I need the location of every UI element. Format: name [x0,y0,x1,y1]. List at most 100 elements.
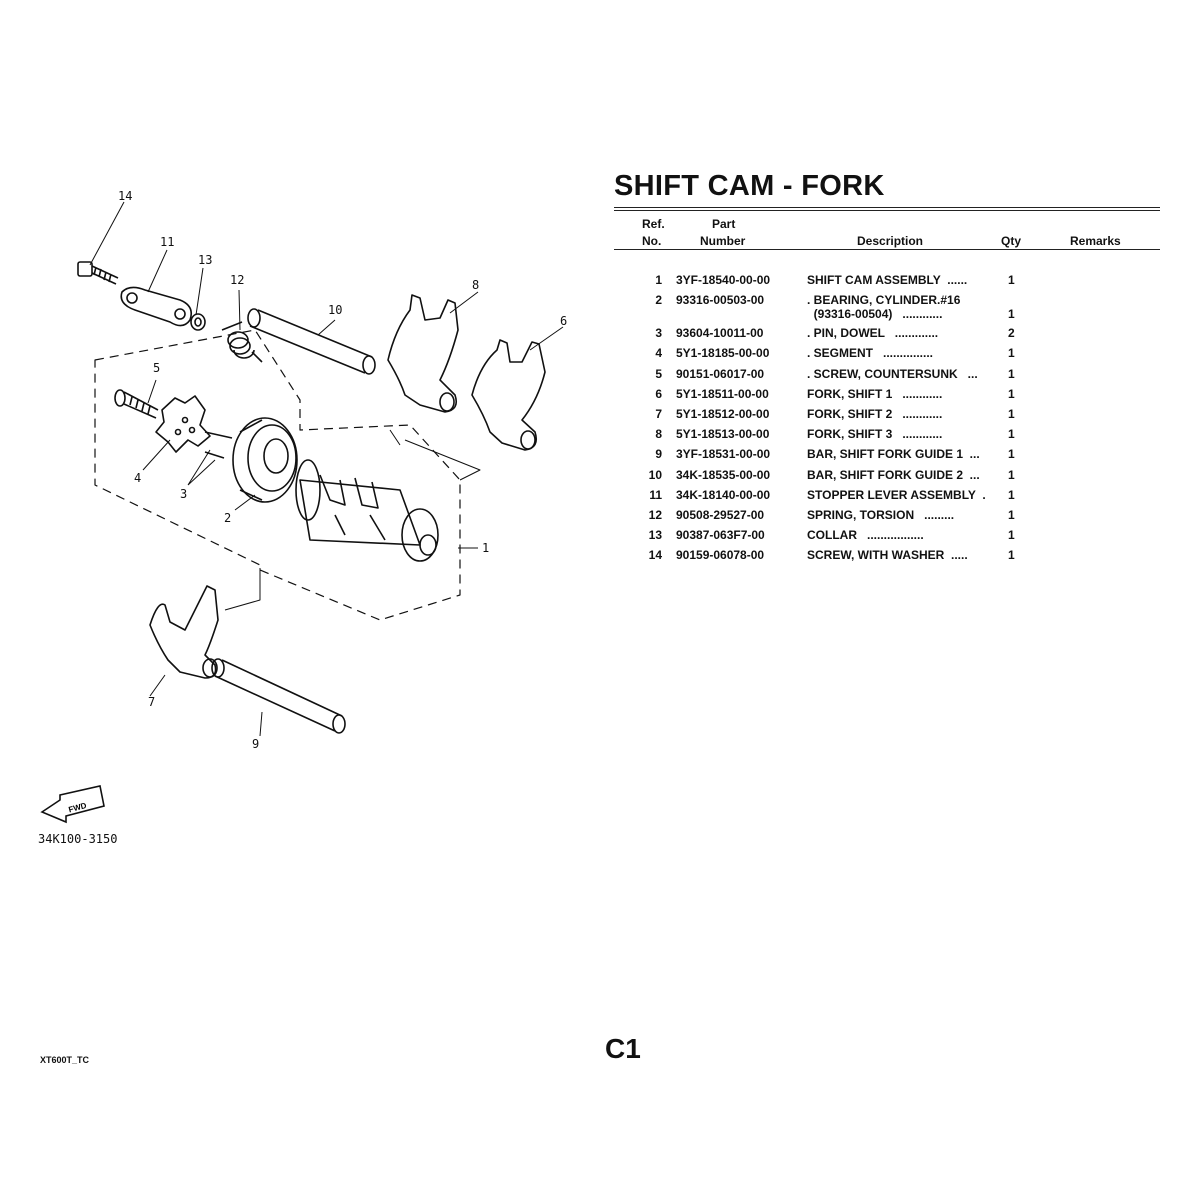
header-part: Part [712,217,736,231]
part-number: 5Y1-18513-00-00 [676,427,770,441]
table-row: 5 90151-06017-00 . SCREW, COUNTERSUNK ... 1 [0,367,1200,383]
part-number: 93604-10011-00 [676,326,764,340]
header-description: Description [857,234,924,248]
part-number: 5Y1-18511-00-00 [676,387,769,401]
description: SHIFT CAM ASSEMBLY ...... [807,273,968,287]
description: BAR, SHIFT FORK GUIDE 1 ... [807,447,980,461]
description-continued: (93316-00504) ............ [807,307,943,321]
description: FORK, SHIFT 1 ............ [807,387,943,401]
quantity: 1 [1008,273,1015,287]
callout-12: 12 [230,273,244,287]
description: . SCREW, COUNTERSUNK ... [807,367,978,381]
description: FORK, SHIFT 3 ............ [807,427,943,441]
segment-part [155,395,211,453]
quantity: 2 [1008,326,1015,340]
quantity: 1 [1008,307,1015,321]
callout-6: 6 [560,314,567,328]
quantity: 1 [1008,508,1015,522]
stopper-lever-part [120,286,193,327]
ref-number: 9 [655,447,662,461]
guide-bar-2-part [247,308,376,375]
callout-4: 4 [134,471,141,485]
quantity: 1 [1008,367,1015,381]
forward-arrow-icon: FWD [40,785,105,824]
screw-with-washer-part [77,261,119,285]
table-row: 4 5Y1-18185-00-00 . SEGMENT ..............… [0,346,1200,362]
quantity: 1 [1008,528,1015,542]
callout-3: 3 [180,487,187,501]
ref-number: 5 [655,367,662,381]
quantity: 1 [1008,548,1015,562]
table-row: 6 5Y1-18511-00-00 FORK, SHIFT 1 ..........… [0,387,1200,403]
callout-9: 9 [252,737,259,751]
callout-7: 7 [148,695,155,709]
ref-number: 11 [649,488,662,502]
callout-5: 5 [153,361,160,375]
description: . BEARING, CYLINDER.#16 [807,293,961,307]
part-number: 5Y1-18185-00-00 [676,346,770,360]
header-no: No. [642,234,662,248]
description: SCREW, WITH WASHER ..... [807,548,968,562]
quantity: 1 [1008,447,1015,461]
quantity: 1 [1008,488,1015,502]
ref-number: 7 [655,407,662,421]
shift-cam-part [295,459,439,562]
description: . PIN, DOWEL ............. [807,326,939,340]
description: COLLAR ................. [807,528,924,542]
callout-labels: 1 2 3 4 5 6 7 8 9 10 11 12 13 14 [118,189,567,751]
part-number: 5Y1-18512-00-00 [676,407,770,421]
table-row: 14 90159-06078-00 SCREW, WITH WASHER .....… [0,548,1200,564]
quantity: 1 [1008,468,1015,482]
part-number: 90159-06078-00 [676,548,765,562]
title-rule-bottom [614,210,1160,211]
model-code: XT600T_TC [40,1055,90,1065]
part-number: 34K-18535-00-00 [676,468,771,482]
table-row: 7 5Y1-18512-00-00 FORK, SHIFT 2 ..........… [0,407,1200,423]
exploded-parts-diagram: 1 2 3 4 5 6 7 8 9 10 11 12 13 14 FWD 34K… [38,189,567,846]
drawing-code: 34K100-3150 [38,832,117,846]
bearing-part [232,417,298,503]
ref-number: 6 [655,387,662,401]
title-rule-top [614,207,1160,208]
description: SPRING, TORSION ......... [807,508,955,522]
ref-number: 13 [648,528,662,542]
part-number: 3YF-18531-00-00 [676,447,771,461]
header-rule [614,249,1160,250]
callout-10: 10 [328,303,342,317]
guide-bar-1-part [211,658,346,734]
part-number: 90508-29527-00 [676,508,765,522]
description: FORK, SHIFT 2 ............ [807,407,943,421]
countersunk-screw-part [114,389,159,419]
description: BAR, SHIFT FORK GUIDE 2 ... [807,468,980,482]
callout-2: 2 [224,511,231,525]
description: STOPPER LEVER ASSEMBLY . [807,488,986,502]
fork-shift-2-part [149,585,219,679]
ref-number: 1 [655,273,662,287]
quantity: 1 [1008,387,1015,401]
page-number: C1 [605,1033,641,1064]
table-row: 3 93604-10011-00 . PIN, DOWEL ............… [0,326,1200,342]
table-row: 1 2 90508-29527-00 SPRING, TORSION ........… [0,508,1200,524]
ref-number: 4 [655,346,662,360]
header-remarks: Remarks [1070,234,1121,248]
ref-number: 3 [655,326,662,340]
fork-shift-3-part [387,294,459,413]
description: . SEGMENT ............... [807,346,934,360]
torsion-spring-part [221,321,263,363]
callout-14: 14 [118,189,132,203]
callout-1: 1 [482,541,489,555]
callout-8: 8 [472,278,479,292]
part-number: 34K-18140-00-00 [676,488,771,502]
part-number: 90151-06017-00 [676,367,765,381]
callout-13: 13 [198,253,212,267]
ref-number: 14 [648,548,662,562]
table-row: 9 3YF-18531-00-00 BAR, SHIFT FORK GUIDE 1 … [0,447,1200,463]
callout-11: 11 [160,235,174,249]
header-ref: Ref. [642,217,665,231]
part-number: 93316-00503-00 [676,293,765,307]
